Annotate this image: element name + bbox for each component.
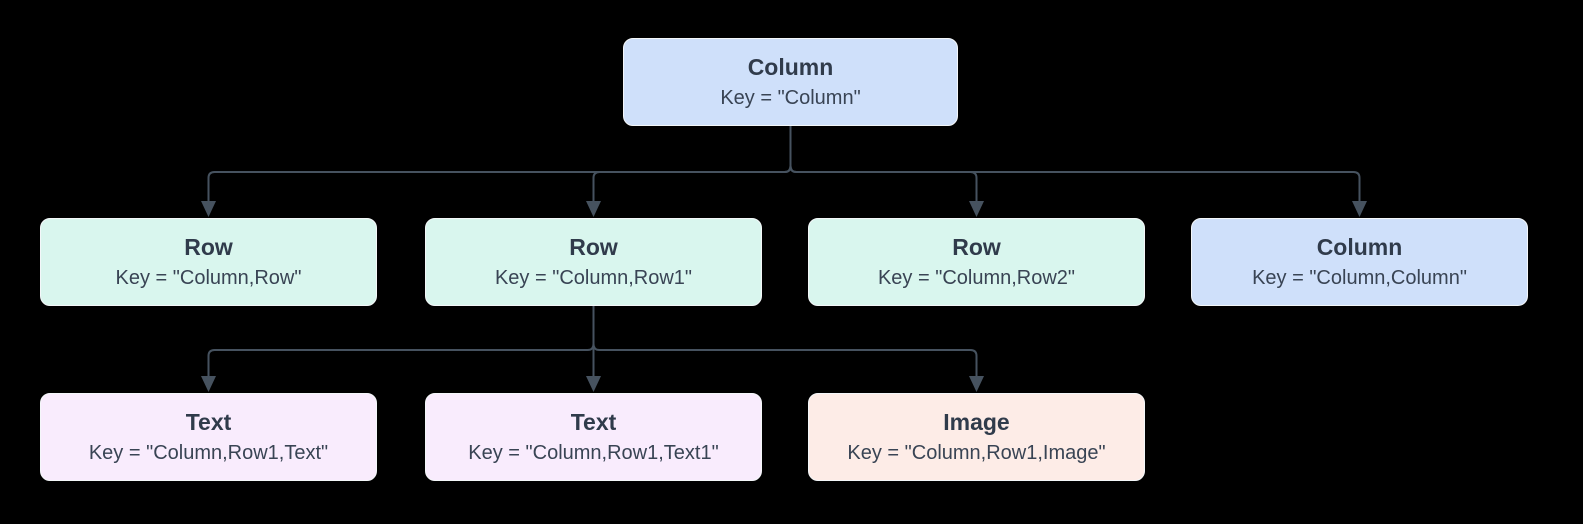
node-row2: Row Key = "Column,Row2" — [808, 218, 1145, 306]
edge-column-to-column2 — [789, 126, 1367, 217]
arrowhead-icon — [969, 201, 984, 217]
node-title: Row — [184, 233, 233, 260]
arrowhead-icon — [969, 376, 984, 392]
node-row1: Row Key = "Column,Row1" — [425, 218, 762, 306]
arrowhead-icon — [1352, 201, 1367, 217]
node-title: Row — [569, 233, 618, 260]
connector-edge — [789, 126, 978, 202]
node-text1: Text Key = "Column,Row1,Text1" — [425, 393, 762, 481]
connector-edge — [789, 126, 1361, 202]
node-text: Text Key = "Column,Row1,Text" — [40, 393, 377, 481]
connector-edge — [207, 126, 792, 202]
node-key: Key = "Column,Row1,Image" — [847, 442, 1106, 465]
node-row: Row Key = "Column,Row" — [40, 218, 377, 306]
node-title: Row — [952, 233, 1001, 260]
node-title: Image — [943, 408, 1010, 435]
node-key: Key = "Column,Row1,Text1" — [468, 442, 719, 465]
node-title: Text — [185, 408, 232, 435]
node-title: Text — [570, 408, 617, 435]
connector-edge — [592, 126, 792, 202]
arrowhead-icon — [586, 201, 601, 217]
node-key: Key = "Column,Column" — [1252, 267, 1467, 290]
connector-edge — [207, 306, 595, 377]
node-key: Key = "Column,Row1,Text" — [88, 442, 329, 465]
connector-edge — [592, 306, 978, 377]
arrowhead-icon — [201, 201, 216, 217]
edge-column-to-row1 — [586, 126, 792, 217]
node-title: Column — [747, 53, 834, 80]
node-title: Column — [1316, 233, 1403, 260]
node-column-child: Column Key = "Column,Column" — [1191, 218, 1528, 306]
node-image: Image Key = "Column,Row1,Image" — [808, 393, 1145, 481]
arrowhead-icon — [586, 376, 601, 392]
arrowhead-icon — [201, 376, 216, 392]
edge-row1-to-image — [592, 306, 984, 392]
node-column-root: Column Key = "Column" — [623, 38, 958, 126]
node-key: Key = "Column,Row" — [115, 267, 302, 290]
edge-row1-to-text — [201, 306, 595, 392]
node-key: Key = "Column,Row2" — [877, 267, 1076, 290]
node-key: Key = "Column,Row1" — [494, 267, 693, 290]
node-key: Key = "Column" — [720, 87, 861, 110]
